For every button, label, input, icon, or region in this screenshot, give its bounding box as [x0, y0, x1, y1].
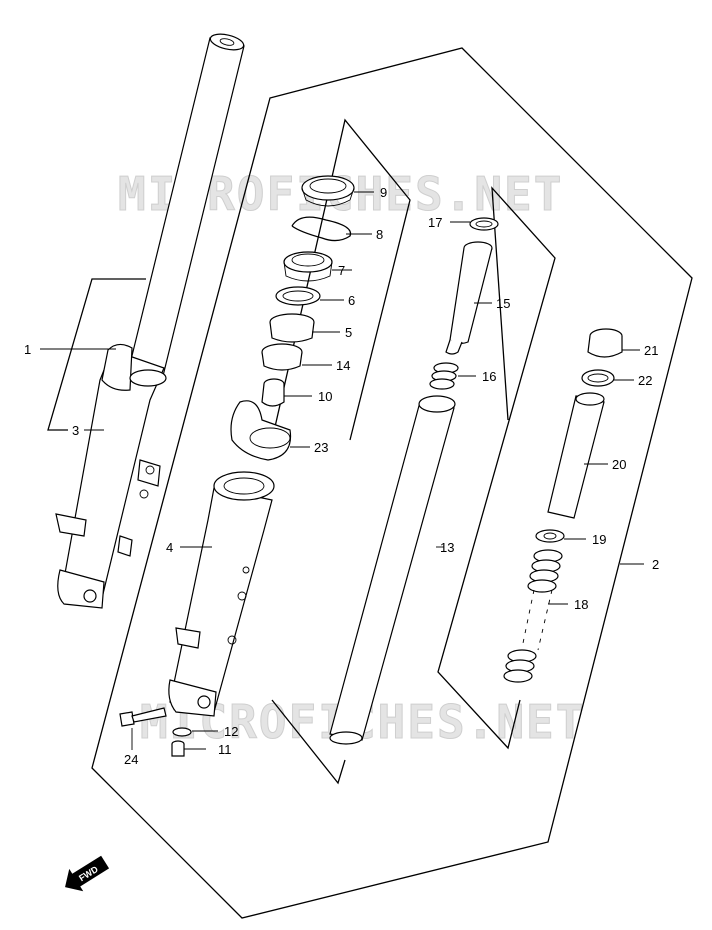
- callout-19: 19: [592, 532, 606, 547]
- bolt-11: [171, 740, 185, 757]
- callout-20: 20: [612, 457, 626, 472]
- outer-tube-left: [55, 343, 167, 609]
- callout-15: 15: [496, 296, 510, 311]
- oil-lock-piece-10: [261, 378, 285, 407]
- cap-bolt-21: [587, 328, 623, 358]
- callout-8: 8: [376, 227, 383, 242]
- stopper-ring-8: [291, 216, 352, 242]
- fwd-arrow-icon: FWD: [65, 855, 110, 892]
- callout-5: 5: [345, 325, 352, 340]
- callout-13: 13: [440, 540, 454, 555]
- cover-23: [230, 400, 292, 461]
- callout-3: 3: [72, 423, 79, 438]
- callout-9: 9: [380, 185, 387, 200]
- spring-16: [429, 362, 459, 390]
- callout-4: 4: [166, 540, 173, 555]
- fork-spring-18: [503, 549, 563, 683]
- washer-6: [275, 286, 321, 306]
- seat-19: [535, 529, 565, 543]
- callout-2: 2: [652, 557, 659, 572]
- callout-24: 24: [124, 752, 138, 767]
- callout-11: 11: [218, 742, 232, 757]
- callout-23: 23: [314, 440, 328, 455]
- bush-5: [269, 313, 315, 343]
- callout-6: 6: [348, 293, 355, 308]
- bracket-1-3: [47, 278, 146, 431]
- callout-16: 16: [482, 369, 496, 384]
- spacer-20: [547, 392, 605, 519]
- bush-14: [261, 343, 303, 371]
- callout-10: 10: [318, 389, 332, 404]
- callout-1: 1: [24, 342, 31, 357]
- bolt-24: [119, 707, 167, 727]
- damper-tube-13: [329, 395, 456, 745]
- outer-tube-right: [168, 471, 275, 717]
- assembly-boundary-damper-kit: [437, 186, 556, 750]
- damper-rod-15: [445, 241, 493, 355]
- leader-lines: [40, 191, 644, 750]
- callout-21: 21: [644, 343, 658, 358]
- callout-18: 18: [574, 597, 588, 612]
- assembly-boundary-lower: [271, 699, 346, 785]
- oil-seal-7: [283, 251, 333, 282]
- callout-7: 7: [338, 263, 345, 278]
- callout-14: 14: [336, 358, 350, 373]
- dust-seal-9: [301, 175, 355, 207]
- assembly-boundary-outer: [91, 47, 693, 919]
- o-ring-22: [581, 369, 615, 387]
- snap-ring-17: [469, 217, 499, 231]
- washer-12: [172, 727, 192, 737]
- callout-12: 12: [224, 724, 238, 739]
- callout-17: 17: [428, 215, 442, 230]
- assembly-boundary-seal-kit: [271, 118, 411, 441]
- callout-22: 22: [638, 373, 652, 388]
